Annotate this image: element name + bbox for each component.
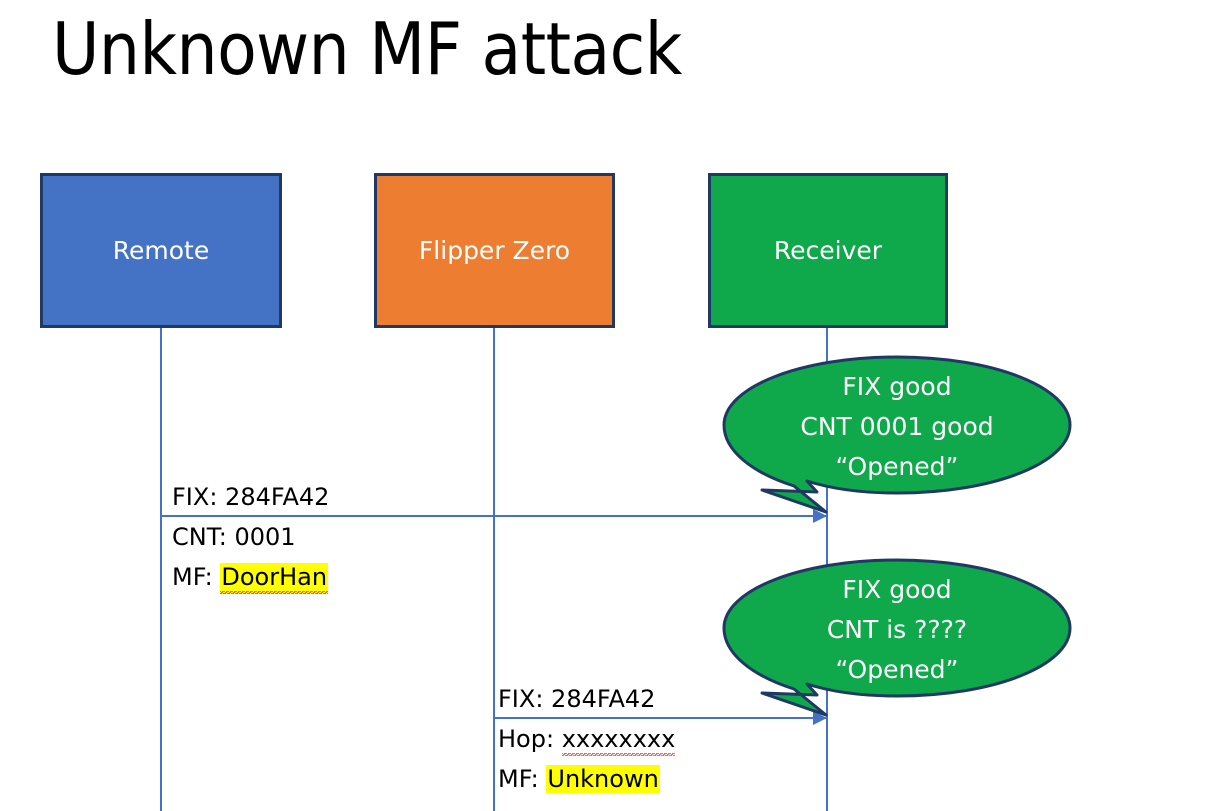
message-line-fix-2-value: 284FA42 <box>551 685 656 713</box>
actor-label-receiver: Receiver <box>773 235 883 265</box>
page-title: Unknown MF attack <box>52 7 682 91</box>
message-line-mf-value: DoorHan <box>220 563 329 594</box>
message-line-fix-2-prefix: FIX: <box>498 685 552 713</box>
message-line-cnt-prefix: CNT: <box>172 523 235 551</box>
message-label-remote-to-receiver: FIX: 284FA42 CNT: 0001 MF: DoorHan <box>172 477 329 597</box>
message-line-mf: MF: DoorHan <box>172 557 329 597</box>
callout-bubble-second-response: FIX good CNT is ???? “Opened” <box>722 558 1072 718</box>
message-line-mf-2-value: Unknown <box>546 765 660 793</box>
callout-shape-2 <box>722 558 1072 717</box>
message-line-mf-prefix: MF: <box>172 563 221 591</box>
message-line-cnt-value: 0001 <box>234 523 296 551</box>
lifeline-remote <box>160 328 162 811</box>
message-line-hop-prefix: Hop: <box>498 725 562 753</box>
message-line-fix: FIX: 284FA42 <box>172 477 329 517</box>
message-line-mf-2-prefix: MF: <box>498 765 547 793</box>
message-label-flipper-to-receiver: FIX: 284FA42 Hop: xxxxxxxx MF: Unknown <box>498 679 676 799</box>
callout-bubble-first-response: FIX good CNT 0001 good “Opened” <box>722 355 1072 515</box>
message-line-fix-prefix: FIX: <box>172 483 226 511</box>
callout-shape-1 <box>722 355 1072 514</box>
actor-box-receiver[interactable]: Receiver <box>708 173 948 328</box>
message-line-fix-2: FIX: 284FA42 <box>498 679 675 719</box>
actor-label-remote: Remote <box>112 235 210 265</box>
lifeline-flipper <box>493 328 495 811</box>
actor-label-flipper: Flipper Zero <box>418 235 571 265</box>
message-line-fix-value: 284FA42 <box>225 483 330 511</box>
message-line-hop: Hop: xxxxxxxx <box>498 719 676 759</box>
actor-box-flipper[interactable]: Flipper Zero <box>374 173 615 328</box>
message-line-hop-value: xxxxxxxx <box>561 725 676 756</box>
message-line-cnt: CNT: 0001 <box>172 517 329 557</box>
actor-box-remote[interactable]: Remote <box>40 173 282 328</box>
message-line-mf-2: MF: Unknown <box>498 759 675 799</box>
